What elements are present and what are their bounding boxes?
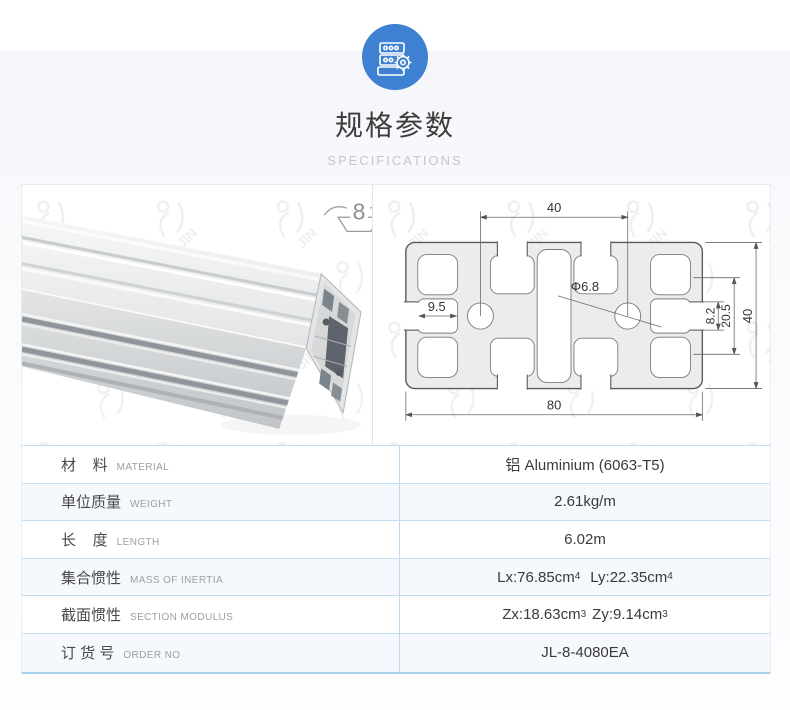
section-header: 规格参数 SPECIFICATIONS	[0, 0, 790, 168]
dimension-labels: 40 Φ6.8 9.5 8.2 20.5 40 80	[428, 200, 755, 413]
row-value: 2.61kg/m	[399, 483, 770, 521]
dim-inner-height: 20.5	[719, 304, 733, 328]
row-label-en: MASS OF INERTIA	[130, 574, 224, 586]
row-label-cn: 订 货 号	[61, 645, 115, 663]
dim-top-width: 40	[547, 200, 561, 215]
row-label-cn: 长 度	[61, 531, 108, 549]
image-gallery: JIN	[22, 185, 770, 445]
row-value: 6.02m	[399, 521, 770, 558]
row-label-en: LENGTH	[116, 536, 160, 548]
row-value: JL-8-4080EA	[399, 633, 770, 672]
table-row-material: 材 料 MATERIAL 铝 Aluminium (6063-T5)	[22, 446, 770, 484]
table-row-order-no: 订 货 号 ORDER NO JL-8-4080EA	[22, 633, 770, 672]
row-label-cn: 截面惯性	[61, 607, 122, 625]
row-label-cn: 集合惯性	[61, 569, 122, 587]
dim-hole-diameter: Φ6.8	[571, 279, 599, 294]
groove-series-marker: 8	[323, 198, 372, 233]
dimension-lines	[405, 211, 763, 421]
row-label-en: SECTION MODULUS	[130, 612, 234, 624]
row-label-cn: 单位质量	[61, 494, 122, 512]
profile-end-face	[305, 272, 362, 415]
dim-height: 40	[740, 309, 755, 324]
product-photo: JIN	[22, 185, 373, 445]
row-label-cn: 材 料	[61, 456, 108, 474]
spec-card: JIN	[21, 184, 771, 674]
dim-slot-depth: 9.5	[428, 299, 446, 314]
table-row-weight: 单位质量 WEIGHT 2.61kg/m	[22, 483, 770, 522]
row-label-en: WEIGHT	[130, 499, 173, 511]
row-label-en: ORDER NO	[123, 650, 181, 662]
dim-slot-opening: 8.2	[703, 307, 717, 324]
spec-sheet-gear-icon	[362, 24, 428, 90]
page-title: 规格参数	[334, 110, 455, 141]
table-row-length: 长 度 LENGTH 6.02m	[22, 521, 770, 559]
row-value: 铝 Aluminium (6063-T5)	[399, 446, 770, 483]
row-label-en: MATERIAL	[116, 461, 170, 473]
marker-8-label: 8	[353, 198, 366, 224]
page-subtitle: SPECIFICATIONS	[327, 153, 463, 168]
profile-cross-section	[403, 240, 705, 391]
technical-drawing: 40 Φ6.8 9.5 8.2 20.5 40 80	[373, 185, 770, 445]
spec-table: 材 料 MATERIAL 铝 Aluminium (6063-T5) 单位质量 …	[22, 445, 770, 672]
dim-width: 80	[547, 398, 561, 413]
